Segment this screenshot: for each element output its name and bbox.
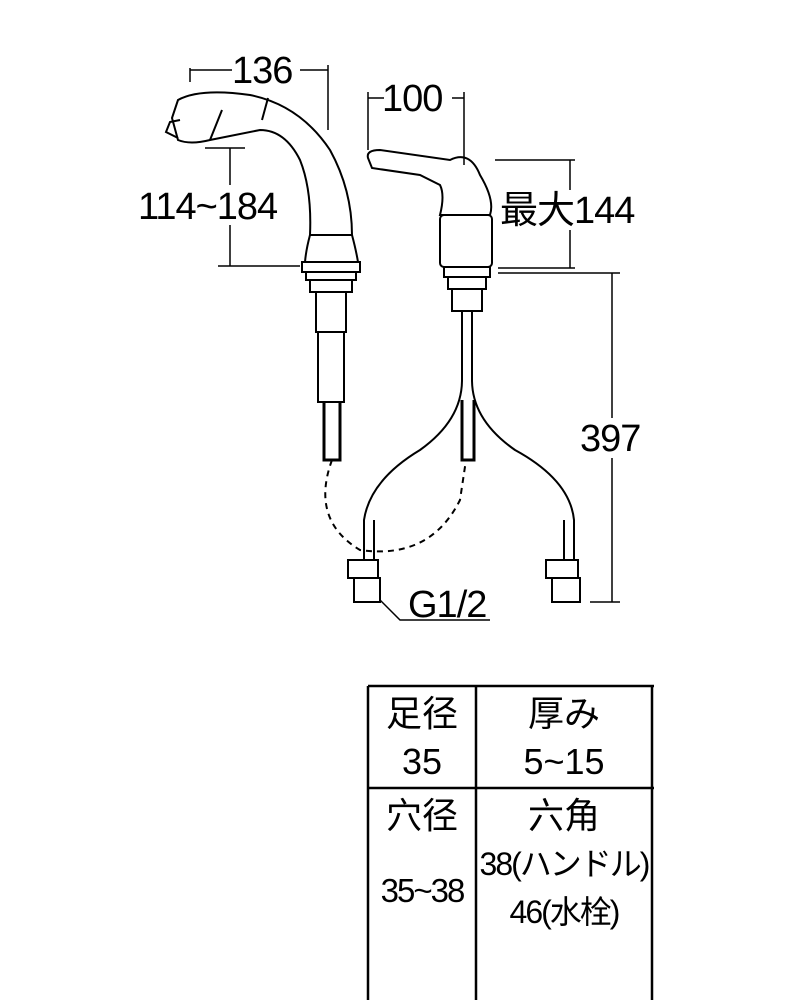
thickness-label: 厚み bbox=[527, 693, 600, 734]
foot-diameter-value: 35 bbox=[401, 741, 443, 782]
lever-reach-dimension: 100 bbox=[382, 78, 443, 120]
spout-height-dimension: 114~184 bbox=[138, 186, 278, 228]
thickness-value: 5~15 bbox=[523, 741, 605, 782]
hex-handle-value: 38(ハンドル) bbox=[479, 846, 651, 882]
hole-diameter-value: 35~38 bbox=[380, 872, 466, 909]
hex-label: 六角 bbox=[527, 795, 600, 836]
hose-length-dimension: 397 bbox=[580, 418, 641, 460]
dimension-lines bbox=[189, 65, 620, 621]
spec-table-grid bbox=[366, 684, 654, 1000]
hole-diameter-label: 穴径 bbox=[385, 795, 458, 836]
lever-faucet-drawing bbox=[347, 148, 581, 603]
spout-reach-dimension: 136 bbox=[232, 50, 293, 92]
hex-valve-value: 46(水栓) bbox=[509, 894, 621, 930]
max-height-dimension: 最大144 bbox=[500, 190, 635, 232]
connection-thread-label: G1/2 bbox=[408, 584, 487, 626]
pullout-faucet-drawing bbox=[164, 91, 467, 553]
foot-diameter-label: 足径 bbox=[385, 693, 458, 734]
